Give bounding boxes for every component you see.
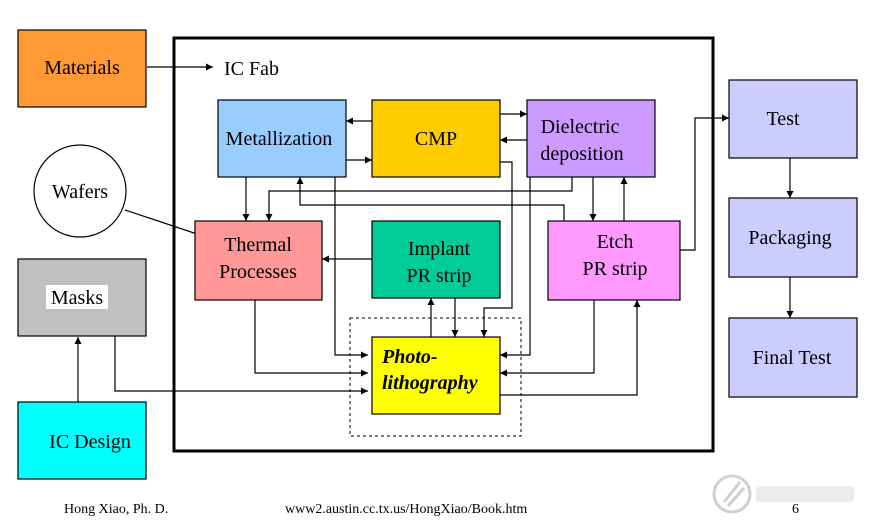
wafers-circle-shape xyxy=(33,144,127,238)
arrow-etch-to-metal xyxy=(296,177,565,221)
footer-author: Hong Xiao, Ph. D. xyxy=(64,502,169,517)
test-box-shape xyxy=(728,79,858,159)
photolithography-label-line1: Photo- xyxy=(381,346,438,368)
ic-design-label: IC Design xyxy=(49,431,131,453)
watermark-text-block xyxy=(756,486,854,502)
connectors xyxy=(74,63,794,402)
implant-label-line2: PR strip xyxy=(406,265,471,287)
test-box: Test xyxy=(728,79,858,159)
thermal-label-line1: Thermal xyxy=(224,234,292,256)
arrow-cmp-to-photo xyxy=(480,161,513,337)
etch-label-line1: Etch xyxy=(597,231,634,253)
arrow-wafers-to-thermal xyxy=(124,209,207,239)
masks-label-background xyxy=(46,285,108,309)
implant-box-shape xyxy=(371,220,501,299)
dielectric-box: Dielectric deposition xyxy=(526,99,656,178)
photolithography-bay-outline xyxy=(349,317,522,437)
final-test-label: Final Test xyxy=(753,347,832,369)
arrow-dielectric-to-photo xyxy=(500,177,531,359)
packaging-box: Packaging xyxy=(728,197,858,278)
arrow-masks-to-photo xyxy=(114,335,368,395)
metallization-box-shape xyxy=(217,99,347,178)
watermark-swoosh-icon xyxy=(722,481,746,507)
ic-fab-frame xyxy=(172,36,715,453)
arrow-thermal-to-photo xyxy=(254,300,368,377)
dielectric-label-line2: deposition xyxy=(540,143,623,165)
footer-page-number: 6 xyxy=(792,502,799,517)
final-test-box-shape xyxy=(728,317,858,398)
footer-url: www2.austin.cc.tx.us/HongXiao/Book.htm xyxy=(285,502,528,517)
metallization-label: Metallization xyxy=(226,128,333,150)
materials-box: Materials xyxy=(17,29,147,108)
packaging-box-shape xyxy=(728,197,858,278)
arrow-dielectric-to-thermal xyxy=(265,177,573,221)
materials-box-shape xyxy=(17,29,147,108)
cmp-label: CMP xyxy=(415,128,457,150)
arrow-etch-to-photo xyxy=(500,300,595,377)
masks-label: Masks xyxy=(51,287,103,309)
etch-label-line2: PR strip xyxy=(582,258,647,280)
thermal-box: Thermal Processes xyxy=(194,220,323,301)
ic-design-box: IC Design xyxy=(17,401,147,480)
dielectric-label-line1: Dielectric xyxy=(541,116,620,138)
dielectric-box-shape xyxy=(526,99,656,178)
masks-box: Masks xyxy=(17,258,147,337)
ic-fab-label: IC Fab xyxy=(224,58,279,80)
photolithography-label-line2: lithography xyxy=(382,372,478,394)
cmp-box: CMP xyxy=(371,99,501,178)
thermal-label-line2: Processes xyxy=(219,261,297,283)
final-test-box: Final Test xyxy=(728,317,858,398)
wafers-circle: Wafers xyxy=(33,144,127,238)
arrow-fab-to-test xyxy=(680,114,729,251)
cmp-box-shape xyxy=(371,99,501,178)
arrow-metal-to-photo xyxy=(334,177,368,359)
watermark-logo xyxy=(712,474,854,514)
photolithography-box: Photo- lithography xyxy=(371,336,501,415)
materials-label: Materials xyxy=(44,57,120,79)
ic-design-box-shape xyxy=(17,401,147,480)
metallization-box: Metallization xyxy=(217,99,347,178)
wafers-label: Wafers xyxy=(52,181,108,203)
watermark-ring-icon xyxy=(712,474,752,514)
arrow-photo-to-etch xyxy=(500,300,641,396)
implant-label-line1: Implant xyxy=(408,238,471,260)
packaging-label: Packaging xyxy=(748,227,831,249)
etch-box: Etch PR strip xyxy=(547,220,681,301)
etch-box-shape xyxy=(547,220,681,301)
photolithography-box-shape xyxy=(371,336,501,415)
test-label: Test xyxy=(766,108,799,130)
thermal-box-shape xyxy=(194,220,323,301)
implant-box: Implant PR strip xyxy=(371,220,501,299)
